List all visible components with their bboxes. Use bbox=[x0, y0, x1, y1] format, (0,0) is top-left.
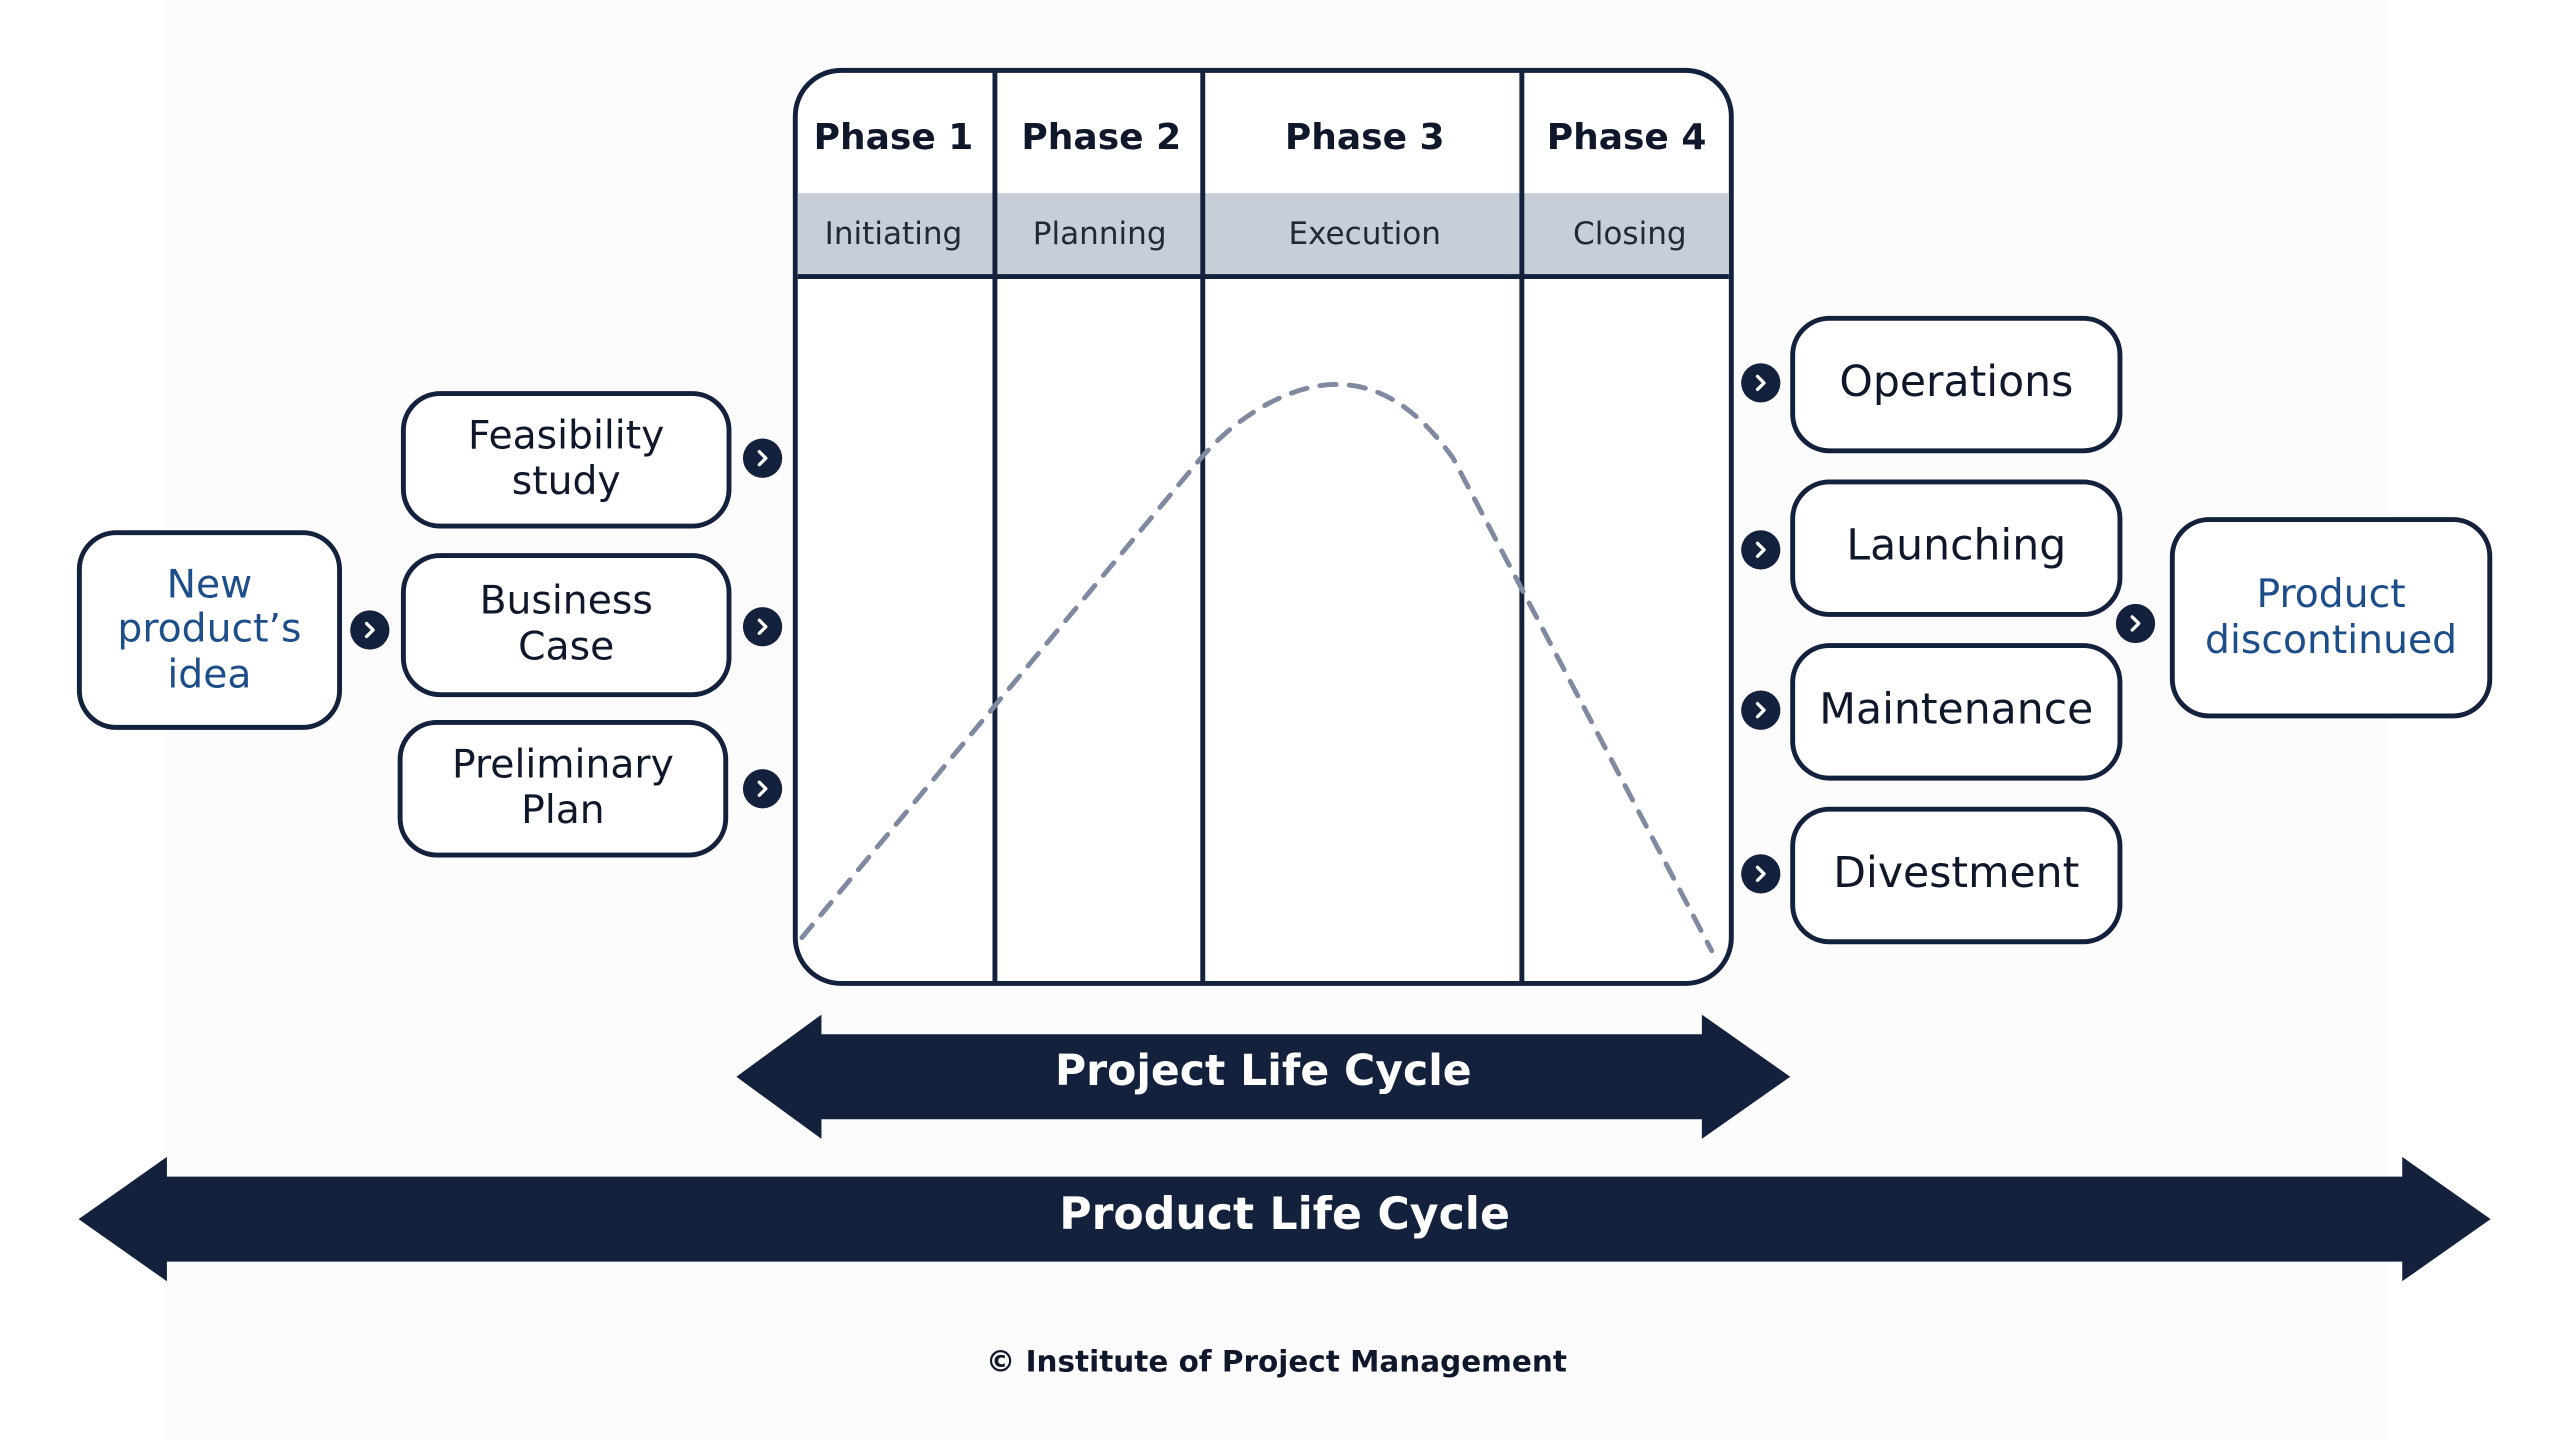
phase-2-stage: Planning bbox=[1033, 216, 1167, 252]
arrow-right-icon-maintenance bbox=[1741, 690, 1781, 730]
business-case-label: Business Case bbox=[479, 578, 653, 670]
activity-curve bbox=[799, 382, 1715, 954]
phase-1-stage: Initiating bbox=[825, 216, 963, 252]
operations-box: Operations bbox=[1790, 315, 2123, 454]
preliminary-plan-box: Preliminary Plan bbox=[397, 720, 729, 858]
new-product-idea-label: New product’s idea bbox=[117, 560, 302, 697]
chevron-right-icon bbox=[757, 780, 768, 797]
phase-4-stage: Closing bbox=[1573, 216, 1687, 252]
divestment-label: Divestment bbox=[1833, 849, 2080, 899]
chevron-right-icon bbox=[2130, 615, 2141, 632]
chevron-right-icon bbox=[1755, 374, 1766, 392]
chevron-right-icon bbox=[1755, 541, 1766, 559]
phase-3-stage: Execution bbox=[1288, 216, 1441, 252]
arrow-right-icon-preliminary-plan bbox=[742, 769, 783, 809]
arrow-right-icon-idea bbox=[350, 610, 390, 650]
new-product-idea-box: New product’s idea bbox=[76, 530, 343, 730]
chevron-right-icon bbox=[757, 618, 768, 635]
preliminary-plan-label: Preliminary Plan bbox=[452, 741, 674, 833]
project-life-cycle-bar bbox=[736, 1014, 1791, 1139]
arrow-right-icon-operations bbox=[1741, 363, 1781, 403]
product-discontinued-label: Product discontinued bbox=[2205, 570, 2458, 662]
arrow-right-icon-end bbox=[2115, 603, 2156, 644]
arrow-right-icon-launching bbox=[1741, 530, 1781, 570]
feasibility-study-label: Feasibility study bbox=[468, 413, 665, 505]
arrow-right-icon-feasibility bbox=[742, 438, 783, 478]
maintenance-box: Maintenance bbox=[1790, 643, 2123, 781]
phase-table-frame bbox=[792, 67, 1734, 986]
chevron-right-icon bbox=[1755, 702, 1766, 719]
project-life-cycle-label: Project Life Cycle bbox=[1054, 1047, 1472, 1097]
chevron-right-icon bbox=[1755, 865, 1766, 883]
footer-credit: © Institute of Project Management bbox=[985, 1345, 1567, 1380]
product-discontinued-box: Product discontinued bbox=[2169, 517, 2493, 719]
divestment-box: Divestment bbox=[1790, 806, 2123, 945]
arrow-right-icon-divestment bbox=[1741, 854, 1781, 894]
chevron-right-icon bbox=[364, 621, 375, 639]
phase-stage-band bbox=[797, 193, 1729, 275]
chevron-right-icon bbox=[757, 450, 768, 467]
operations-label: Operations bbox=[1839, 358, 2074, 408]
product-life-cycle-label: Product Life Cycle bbox=[1059, 1189, 1510, 1241]
phase-3-title: Phase 3 bbox=[1285, 117, 1445, 158]
phase-1-title: Phase 1 bbox=[814, 117, 974, 158]
arrow-right-icon-business-case bbox=[742, 607, 783, 647]
phase-2-title: Phase 2 bbox=[1021, 117, 1181, 158]
launching-box: Launching bbox=[1790, 479, 2123, 617]
launching-label: Launching bbox=[1846, 522, 2067, 572]
feasibility-study-box: Feasibility study bbox=[400, 391, 732, 529]
phase-4-title: Phase 4 bbox=[1547, 117, 1707, 158]
product-life-cycle-bar bbox=[78, 1156, 2491, 1282]
maintenance-label: Maintenance bbox=[1819, 685, 2094, 735]
business-case-box: Business Case bbox=[400, 553, 732, 698]
